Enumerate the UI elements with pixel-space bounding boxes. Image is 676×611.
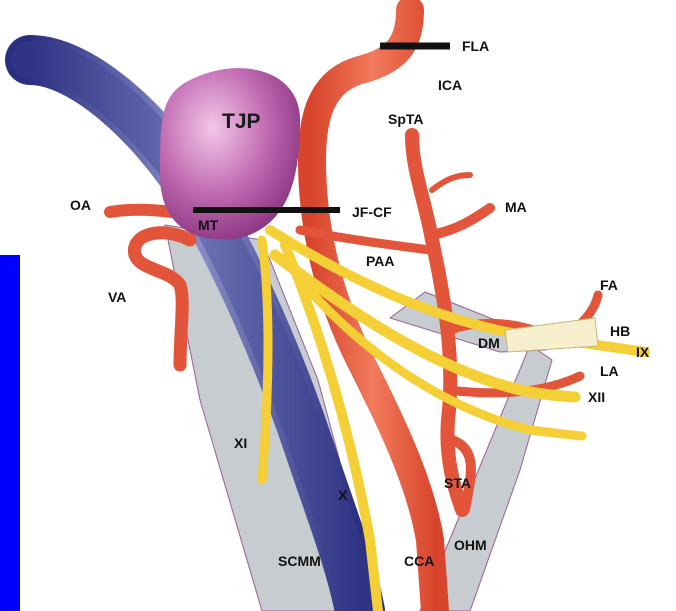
label-mt: MT xyxy=(198,217,219,233)
tjp-bulb xyxy=(160,68,300,239)
label-jfcf: JF-CF xyxy=(352,204,392,220)
label-cca: CCA xyxy=(404,553,434,569)
label-la: LA xyxy=(600,363,619,379)
label-oa: OA xyxy=(70,197,91,213)
label-xii: XII xyxy=(588,389,605,405)
label-va: VA xyxy=(108,289,126,305)
label-ohm: OHM xyxy=(454,537,487,553)
label-xi: XI xyxy=(234,435,247,451)
label-sta: STA xyxy=(444,475,471,491)
label-hb: HB xyxy=(610,323,630,339)
label-tjp: TJP xyxy=(222,110,261,133)
sptA-branch xyxy=(432,175,470,190)
side-bar xyxy=(0,255,20,611)
ma-branch xyxy=(432,208,490,235)
label-paa: PAA xyxy=(366,253,395,269)
label-scmm: SCMM xyxy=(278,553,321,569)
label-x: X xyxy=(338,487,348,503)
label-ma: MA xyxy=(505,199,527,215)
label-ix: IX xyxy=(636,344,650,360)
label-sptA: SpTA xyxy=(388,111,424,127)
label-ica: ICA xyxy=(438,77,462,93)
label-fa: FA xyxy=(600,277,618,293)
label-fla: FLA xyxy=(462,38,489,54)
label-dm: DM xyxy=(478,335,500,351)
